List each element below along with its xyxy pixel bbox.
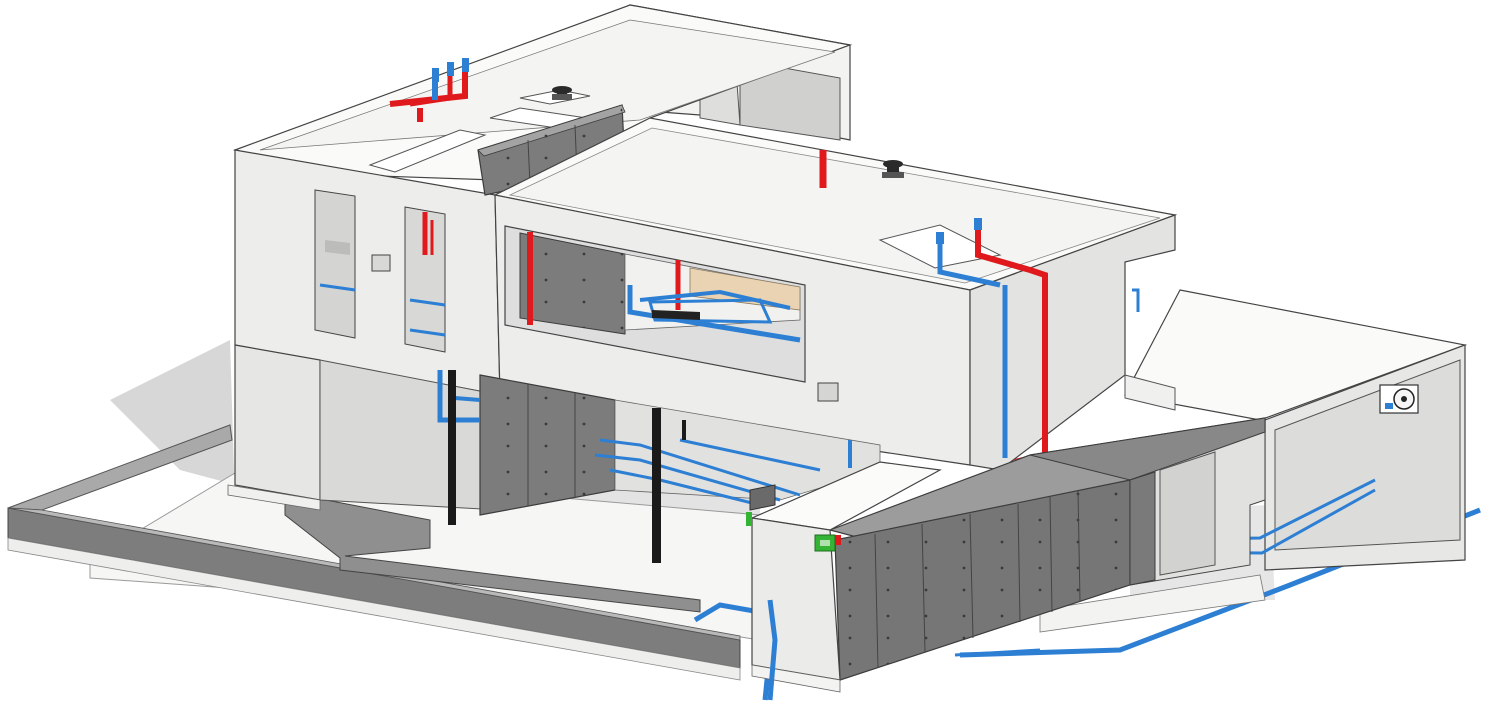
electrical-box-icon [746,512,841,552]
roof-vent-icon [882,160,904,178]
front-cladding-volume [828,417,1266,681]
roof-vent-icon [552,86,572,100]
facade-details-left [319,212,446,337]
steel-columns [448,370,661,563]
ground-floor-interior [437,370,881,507]
interior-pipes-upper [527,232,801,343]
foundation-beam-left [7,424,741,681]
ground-cladding-wall [479,374,616,516]
vertical-pipes-front [767,440,1041,701]
roof-pipes-left [389,58,469,122]
fan-unit-icon [1379,384,1419,414]
